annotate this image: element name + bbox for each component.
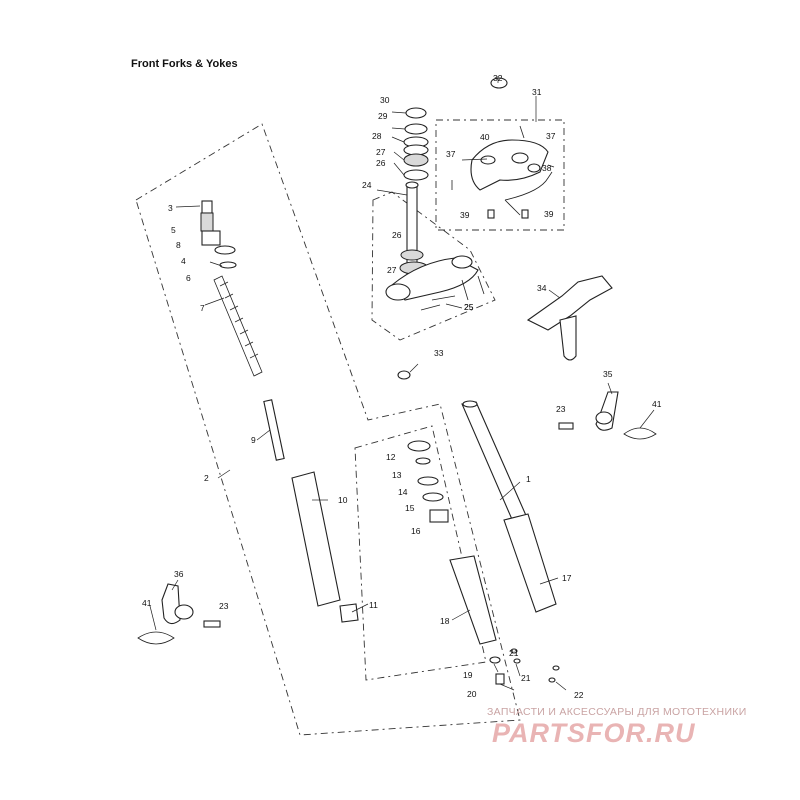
callout-19: 19: [463, 670, 473, 680]
callout-37a: 37: [446, 149, 456, 159]
callout-33: 33: [434, 348, 444, 358]
callout-40: 40: [480, 132, 490, 142]
callout-15: 15: [405, 503, 415, 513]
callout-24: 24: [362, 180, 372, 190]
callout-37b: 37: [546, 131, 556, 141]
callout-23b: 23: [219, 601, 229, 611]
callout-18: 18: [440, 616, 450, 626]
callout-1: 1: [526, 474, 531, 484]
inner-tube-group-outline: [354, 425, 487, 681]
callout-39a: 39: [460, 210, 470, 220]
callout-38: 38: [542, 163, 552, 173]
callout-13: 13: [392, 470, 402, 480]
callout-41b: 41: [142, 598, 152, 608]
callout-6: 6: [186, 273, 191, 283]
nut-32: [490, 77, 508, 89]
watermark-caption: ЗАПЧАСТИ И АКСЕССУАРЫ ДЛЯ МОТОТЕХНИКИ: [487, 706, 747, 718]
bearing-27: [403, 153, 429, 167]
callout-32: 32: [493, 73, 503, 83]
callout-29: 29: [378, 111, 388, 121]
callout-9: 9: [251, 435, 256, 445]
upper-yoke-outline: [435, 119, 565, 231]
callout-27b: 27: [387, 265, 397, 275]
fork-outer-tube: [461, 400, 557, 613]
callout-17: 17: [562, 573, 572, 583]
stem-nut-30: [405, 107, 427, 119]
fork-internals: [200, 200, 359, 623]
inner-tube-group: [407, 440, 505, 685]
callout-27a: 27: [376, 147, 386, 157]
callout-21b: 21: [521, 673, 531, 683]
diagram-title: Front Forks & Yokes: [131, 58, 238, 70]
callout-36: 36: [174, 569, 184, 579]
fork-clamp-left: [137, 583, 221, 645]
callout-5: 5: [171, 225, 176, 235]
callout-2: 2: [204, 473, 209, 483]
callout-7: 7: [200, 303, 205, 313]
upper-yoke: [451, 77, 553, 219]
callout-26b: 26: [392, 230, 402, 240]
callout-10: 10: [338, 495, 348, 505]
callout-11: 11: [369, 600, 378, 610]
callout-39b: 39: [544, 209, 554, 219]
bracket-34: [526, 275, 613, 361]
callout-23a: 23: [556, 404, 566, 414]
callout-14: 14: [398, 487, 408, 497]
bearing-race-26: [403, 169, 429, 181]
callout-30: 30: [380, 95, 390, 105]
callout-12: 12: [386, 452, 396, 462]
callout-8: 8: [176, 240, 181, 250]
lower-yoke: [385, 181, 485, 311]
watermark-logo: PARTSFOR.RU: [492, 718, 696, 748]
assembly-outlines: [135, 119, 565, 736]
fork-clamp-right: [558, 391, 657, 440]
callout-28: 28: [372, 131, 382, 141]
callout-4: 4: [181, 256, 186, 266]
callout-21a: 21: [509, 648, 519, 658]
callout-16: 16: [411, 526, 421, 536]
small-hardware: [510, 648, 560, 683]
fork-leg-assembly-outline: [135, 123, 521, 736]
nut-33: [397, 370, 411, 380]
callout-41a: 41: [652, 399, 662, 409]
steering-stem-top-parts: [403, 107, 429, 181]
callout-34: 34: [537, 283, 547, 293]
callout-22: 22: [574, 690, 584, 700]
callout-25a: 25: [464, 302, 474, 312]
callout-31: 31: [532, 87, 542, 97]
callout-labels: 1 2 3 4 5 6 7 8 9 10 11 12 13 14 15 16 1…: [142, 73, 662, 700]
callout-26a: 26: [376, 158, 386, 168]
washer-29: [404, 123, 428, 135]
callout-35: 35: [603, 369, 613, 379]
callout-25b: 25: [464, 302, 474, 312]
callout-20: 20: [467, 689, 477, 699]
callout-3: 3: [168, 203, 173, 213]
leader-lines: [149, 76, 655, 691]
lower-yoke-outline: [371, 191, 496, 341]
